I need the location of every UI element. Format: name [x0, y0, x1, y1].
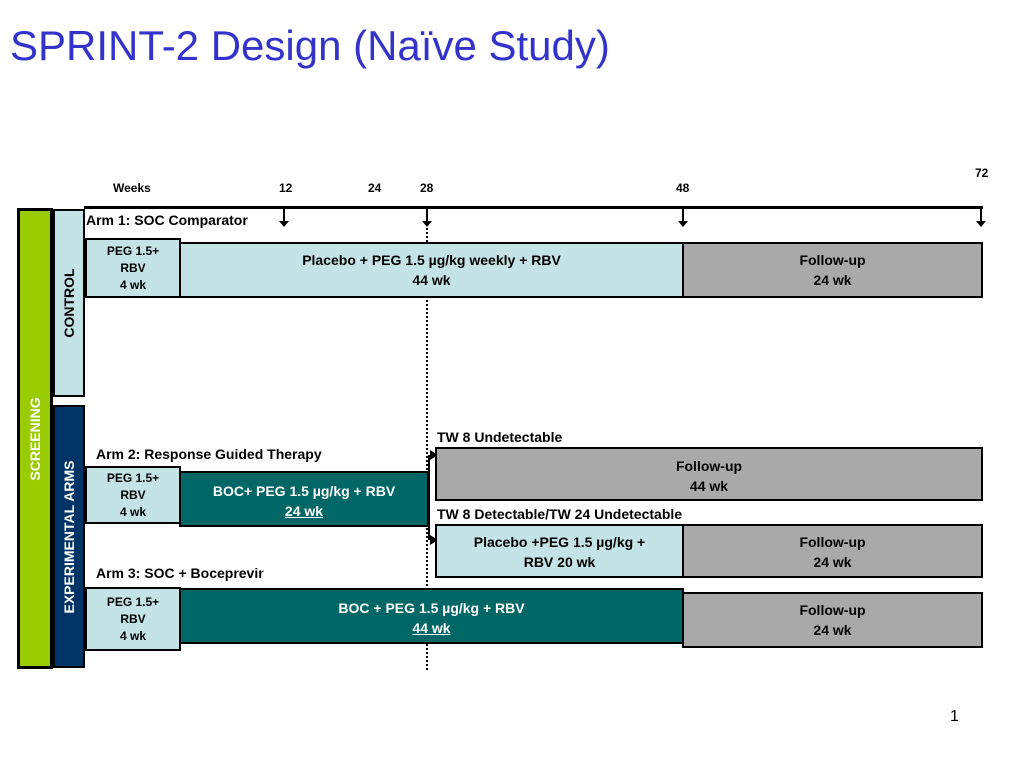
- branch2-followup-box: Follow-up 24 wk: [682, 524, 983, 578]
- arm3-treatment-line2: 44 wk: [412, 620, 451, 636]
- branch2-label: TW 8 Detectable/TW 24 Undetectable: [437, 506, 683, 522]
- branch1-followup-line2: 44 wk: [689, 478, 729, 494]
- arm1-treatment-box: Placebo + PEG 1.5 µg/kg weekly + RBV 44 …: [179, 242, 684, 298]
- arm2-treatment-line1: BOC+ PEG 1.5 µg/kg + RBV: [212, 483, 396, 499]
- branch2-treatment-box: Placebo +PEG 1.5 µg/kg + RBV 20 wk: [435, 524, 684, 578]
- week-28-label: 28: [420, 181, 434, 195]
- timeline-tick-72: [976, 208, 986, 227]
- arm3-leadin-line3: 4 wk: [119, 628, 146, 643]
- experimental-arms-bar: EXPERIMENTAL ARMS: [53, 405, 85, 668]
- week-28-dotted-line: [426, 215, 428, 670]
- arm3-label: Arm 3: SOC + Boceprevir: [96, 565, 264, 581]
- arm2-label: Arm 2: Response Guided Therapy: [96, 446, 322, 462]
- page-title: SPRINT-2 Design (Naïve Study): [10, 22, 610, 69]
- weeks-label: Weeks: [113, 181, 151, 195]
- arm3-leadin-line2: RBV: [120, 611, 146, 626]
- arm1-followup-box: Follow-up 24 wk: [682, 242, 983, 298]
- arm3-leadin-box: PEG 1.5+ RBV 4 wk: [85, 587, 181, 651]
- week-24-label: 24: [368, 181, 382, 195]
- arm2-leadin-line1: PEG 1.5+: [106, 470, 160, 485]
- arm3-followup-line2: 24 wk: [813, 622, 852, 638]
- arm3-leadin-line1: PEG 1.5+: [106, 594, 160, 609]
- arm2-leadin-line2: RBV: [120, 487, 146, 502]
- arm1-leadin-line2: RBV: [120, 260, 146, 275]
- arm1-followup-line2: 24 wk: [813, 272, 852, 288]
- branch2-followup-line1: Follow-up: [799, 534, 866, 550]
- branch1-followup-line1: Follow-up: [675, 458, 743, 474]
- timeline-axis: [84, 206, 983, 209]
- branch1-label: TW 8 Undetectable: [437, 429, 563, 445]
- arm1-label: Arm 1: SOC Comparator: [86, 212, 248, 228]
- week-12-label: 12: [279, 181, 293, 195]
- arm1-leadin-line3: 4 wk: [119, 277, 146, 292]
- arm2-leadin-line3: 4 wk: [119, 504, 146, 519]
- arm1-leadin-line1: PEG 1.5+: [106, 243, 160, 258]
- arm3-followup-line1: Follow-up: [799, 602, 866, 618]
- arm2-treatment-line2: 24 wk: [284, 503, 324, 519]
- arm2-leadin-box: PEG 1.5+ RBV 4 wk: [85, 466, 181, 524]
- arm3-followup-box: Follow-up 24 wk: [682, 592, 983, 648]
- arm1-treatment-line1: Placebo + PEG 1.5 µg/kg weekly + RBV: [302, 252, 561, 268]
- branch2-treatment-line1: Placebo +PEG 1.5 µg/kg +: [473, 534, 646, 550]
- screening-bar: SCREENING: [17, 208, 53, 669]
- page-number: 1: [950, 708, 959, 725]
- week-72-label: 72: [975, 166, 989, 180]
- timeline-tick-12: [279, 208, 289, 227]
- week-48-label: 48: [676, 181, 690, 195]
- arm3-treatment-box: BOC + PEG 1.5 µg/kg + RBV 44 wk: [179, 588, 684, 644]
- arm1-followup-line1: Follow-up: [799, 252, 866, 268]
- timeline-tick-48: [678, 208, 688, 227]
- branch1-followup-box: Follow-up 44 wk: [435, 447, 983, 501]
- control-bar: CONTROL: [53, 209, 85, 397]
- branch2-followup-line2: 24 wk: [813, 554, 852, 570]
- arm3-treatment-line1: BOC + PEG 1.5 µg/kg + RBV: [338, 600, 525, 616]
- branch2-treatment-line2: RBV 20 wk: [523, 554, 596, 570]
- arm1-treatment-line2: 44 wk: [412, 272, 451, 288]
- arm1-leadin-box: PEG 1.5+ RBV 4 wk: [85, 238, 181, 298]
